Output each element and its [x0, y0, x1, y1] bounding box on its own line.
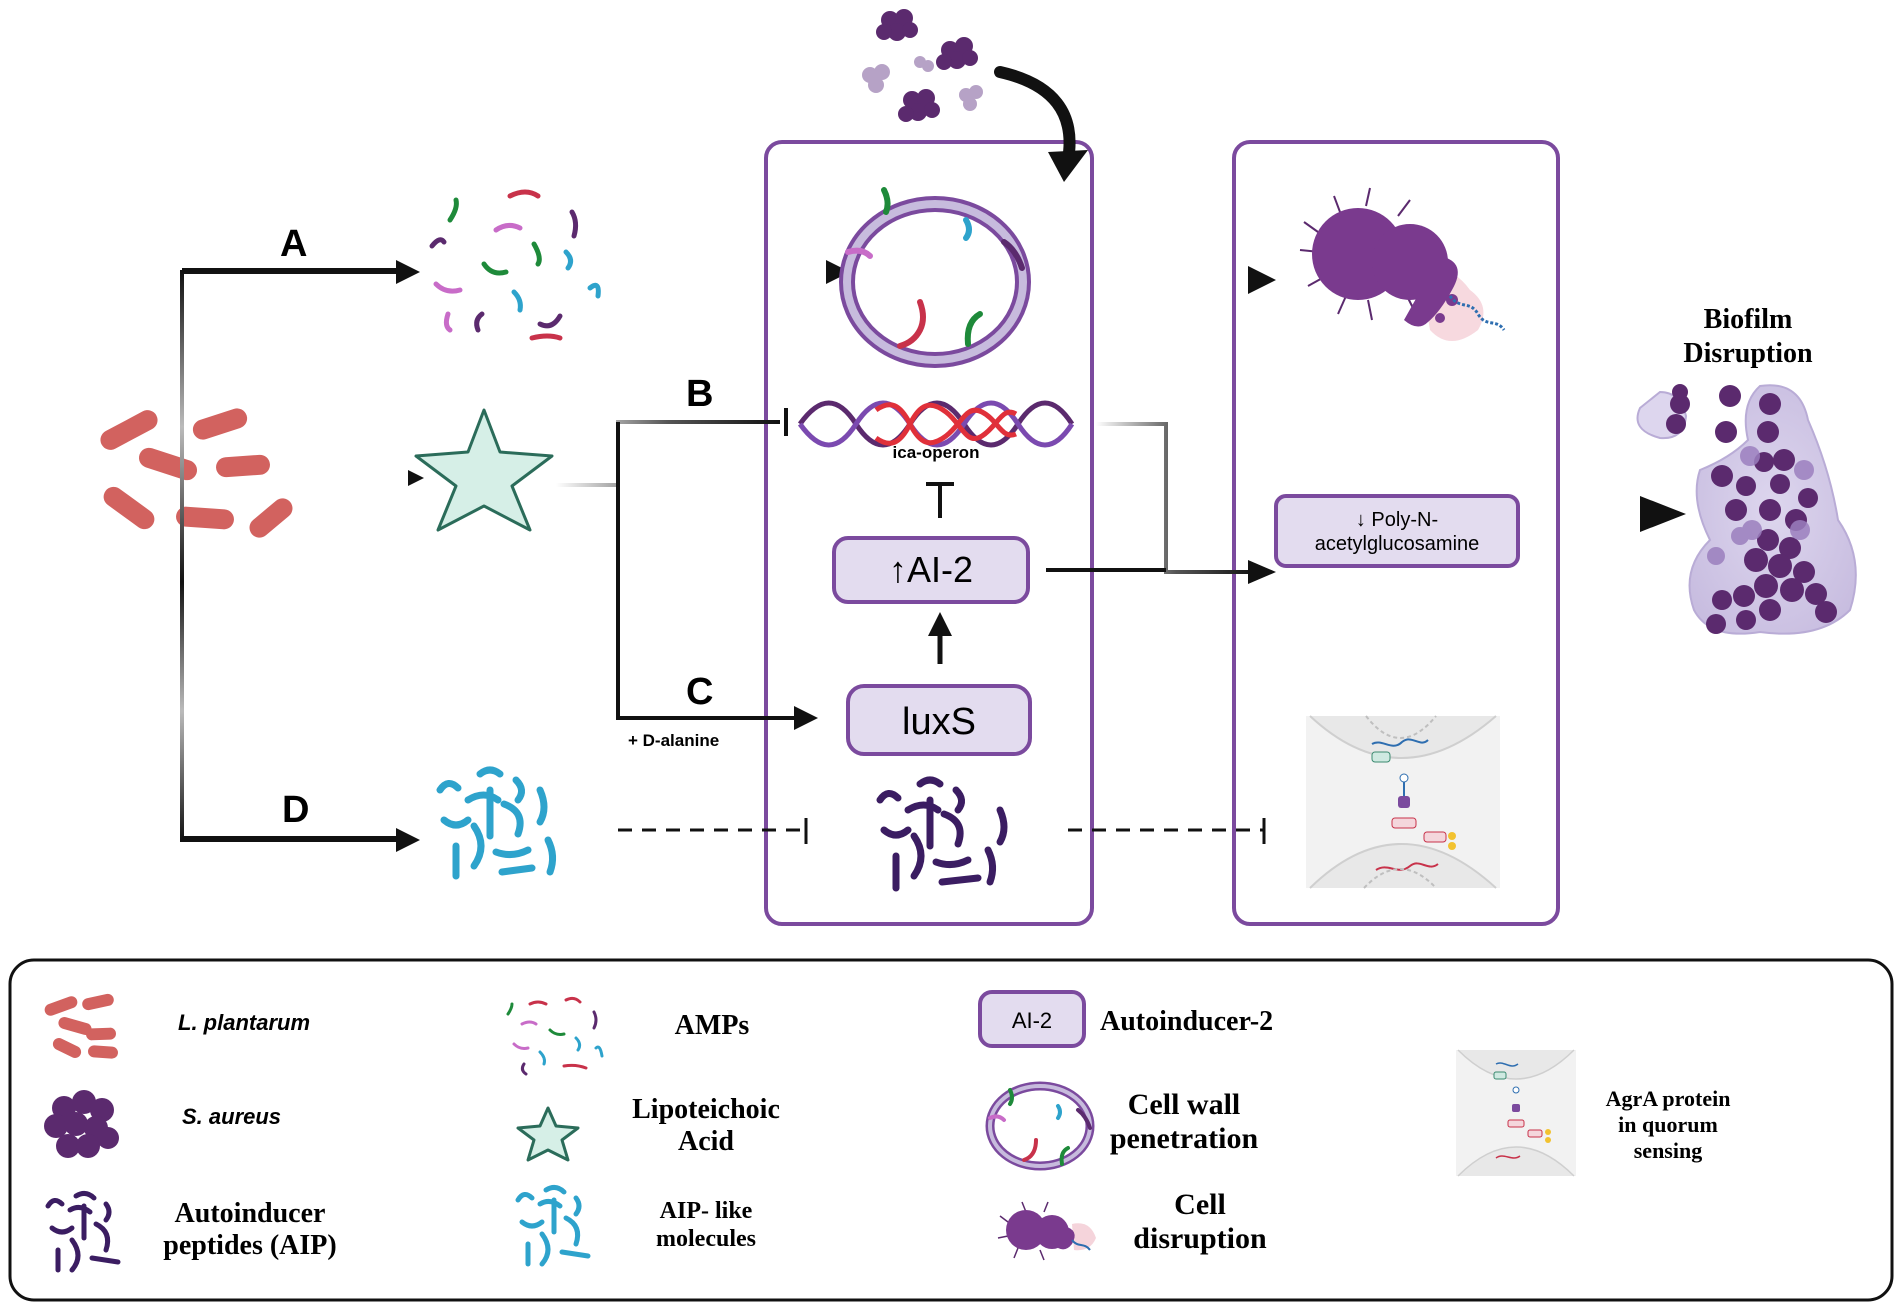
legend-lplantarum-icon: [44, 993, 118, 1059]
legend-aip-icon: [45, 1190, 121, 1273]
ai2-box: [832, 536, 1030, 604]
legend-agra-icon: [1456, 1049, 1576, 1177]
entry-arrowhead: [1048, 150, 1088, 182]
legend-cellwall-label-line1: Cell wall: [1128, 1088, 1241, 1121]
legend-cellwall-icon: [985, 1081, 1095, 1171]
amps-fragments: [429, 189, 601, 341]
agra-quorum-sensing-image: [1306, 715, 1500, 889]
legend-saureus-label: S. aureus: [182, 1104, 281, 1129]
pnag-label-line2: acetylglucosamine: [1315, 533, 1480, 555]
luxs-box: [846, 684, 1032, 756]
arrowheads: [396, 260, 1686, 852]
disrupted-staph-cell: [1299, 187, 1506, 341]
legend-aiplike-label-line1: AIP- like: [660, 1198, 753, 1224]
legend-lplantarum-label: L. plantarum: [178, 1010, 310, 1035]
biofilm-title-line1: Biofilm: [1704, 304, 1793, 335]
luxs-to-ai2-arrowhead: [928, 612, 952, 636]
staph-aureus-cluster-top: [862, 9, 983, 122]
legend-agra-label-line1: AgrA protein: [1606, 1086, 1731, 1111]
legend-aiplike-icon: [515, 1184, 591, 1267]
legend-ai2-icon: [978, 990, 1086, 1048]
outer-effect-panel: [1232, 140, 1560, 926]
aip-like-molecules: [436, 766, 557, 880]
legend-celldisruption-label-line1: Cell: [1174, 1188, 1226, 1221]
l-plantarum-bacteria: [100, 408, 293, 538]
inner-cell-panel: [764, 140, 1094, 926]
legend-ai2-icon-label: AI-2: [1012, 1008, 1052, 1033]
legend-lta-icon: [516, 1106, 580, 1162]
entry-curved-arrow: [994, 66, 1076, 166]
ai2-box-label: ↑AI-2: [889, 549, 973, 590]
flow-lines: [180, 268, 1664, 842]
biofilm-cluster: [1636, 384, 1857, 635]
legend-saureus-icon: [44, 1090, 119, 1158]
legend-box: [8, 958, 1894, 1302]
pathway-label-b: B: [686, 373, 713, 415]
pnag-label-line1: ↓ Poly-N-: [1356, 509, 1438, 531]
lipoteichoic-acid-star: [414, 408, 554, 532]
legend-aip-label-line1: Autoinducer: [175, 1198, 326, 1229]
legend-aip-label-line2: peptides (AIP): [163, 1230, 336, 1261]
ica-operon-label: ica-operon: [893, 443, 980, 462]
pnag-box: [1274, 494, 1520, 568]
ica-operon-dna: [797, 400, 1075, 448]
aip-molecules-inner: [876, 776, 1008, 892]
luxs-box-label: luxS: [902, 701, 976, 743]
legend-aiplike-label-line2: molecules: [656, 1226, 756, 1252]
legend-agra-label-line2: in quorum: [1618, 1112, 1718, 1137]
legend-celldisruption-icon: [997, 1201, 1096, 1261]
legend-amps-label: AMPs: [675, 1010, 750, 1041]
legend-agra-label-line3: sensing: [1634, 1138, 1702, 1163]
cell-wall-ring: [839, 187, 1031, 368]
ai2-inhibits-operon: [926, 482, 954, 518]
pathway-label-d: D: [282, 789, 309, 831]
legend-ai2-label: Autoinducer-2: [1100, 1006, 1273, 1037]
legend-cellwall-label-line2: penetration: [1110, 1122, 1259, 1155]
legend-amps-icon: [506, 996, 604, 1076]
legend-lta-label-line2: Acid: [678, 1126, 734, 1157]
pathway-label-c: C: [686, 671, 713, 713]
d-alanine-note: + D-alanine: [628, 731, 719, 750]
legend-lta-label-line1: Lipoteichoic: [632, 1094, 780, 1125]
pathway-label-a: A: [280, 223, 307, 265]
legend-celldisruption-label-line2: disruption: [1133, 1222, 1267, 1255]
biofilm-title-line2: Disruption: [1683, 338, 1813, 369]
